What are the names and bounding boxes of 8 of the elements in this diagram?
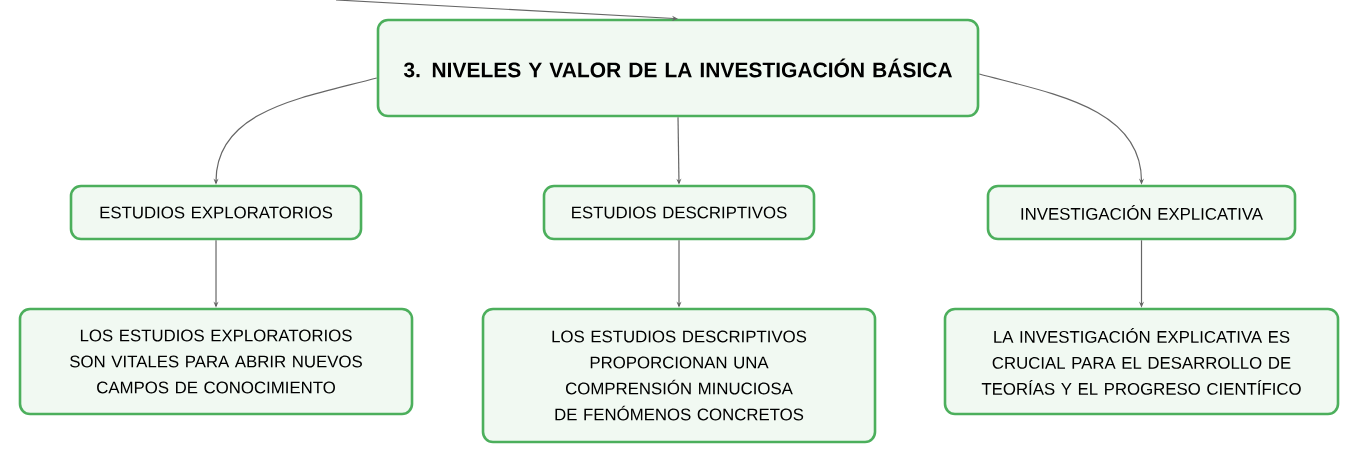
topic-box: INVESTIGACIÓN EXPLICATIVA [986,184,1297,241]
topic-box: LA INVESTIGACIÓN EXPLICATIVA ES CRUCIAL PARA EL DESARROLLO DE TEORÍAS Y EL PROGRESO CIENTÍFICO [943,307,1340,416]
topic-box: ESTUDIOS DESCRIPTIVOS [542,184,816,241]
topic-box: ESTUDIOS EXPLORATORIOS [69,184,363,241]
topic-box: LOS ESTUDIOS EXPLORATORIOS SON VITALES PARA ABRIR NUEVOS CAMPOS DE CONOCIMIENTO [18,307,414,416]
topic-box: LOS ESTUDIOS DESCRIPTIVOS PROPORCIONAN UNA COMPRENSIÓN MINUCIOSA DE FENÓMENOS CONCRETOS [481,307,877,444]
arrow [335,0,678,21]
topic-box: 3. NIVELES Y VALOR DE LA INVESTIGACIÓN BÁSICA [376,18,980,118]
